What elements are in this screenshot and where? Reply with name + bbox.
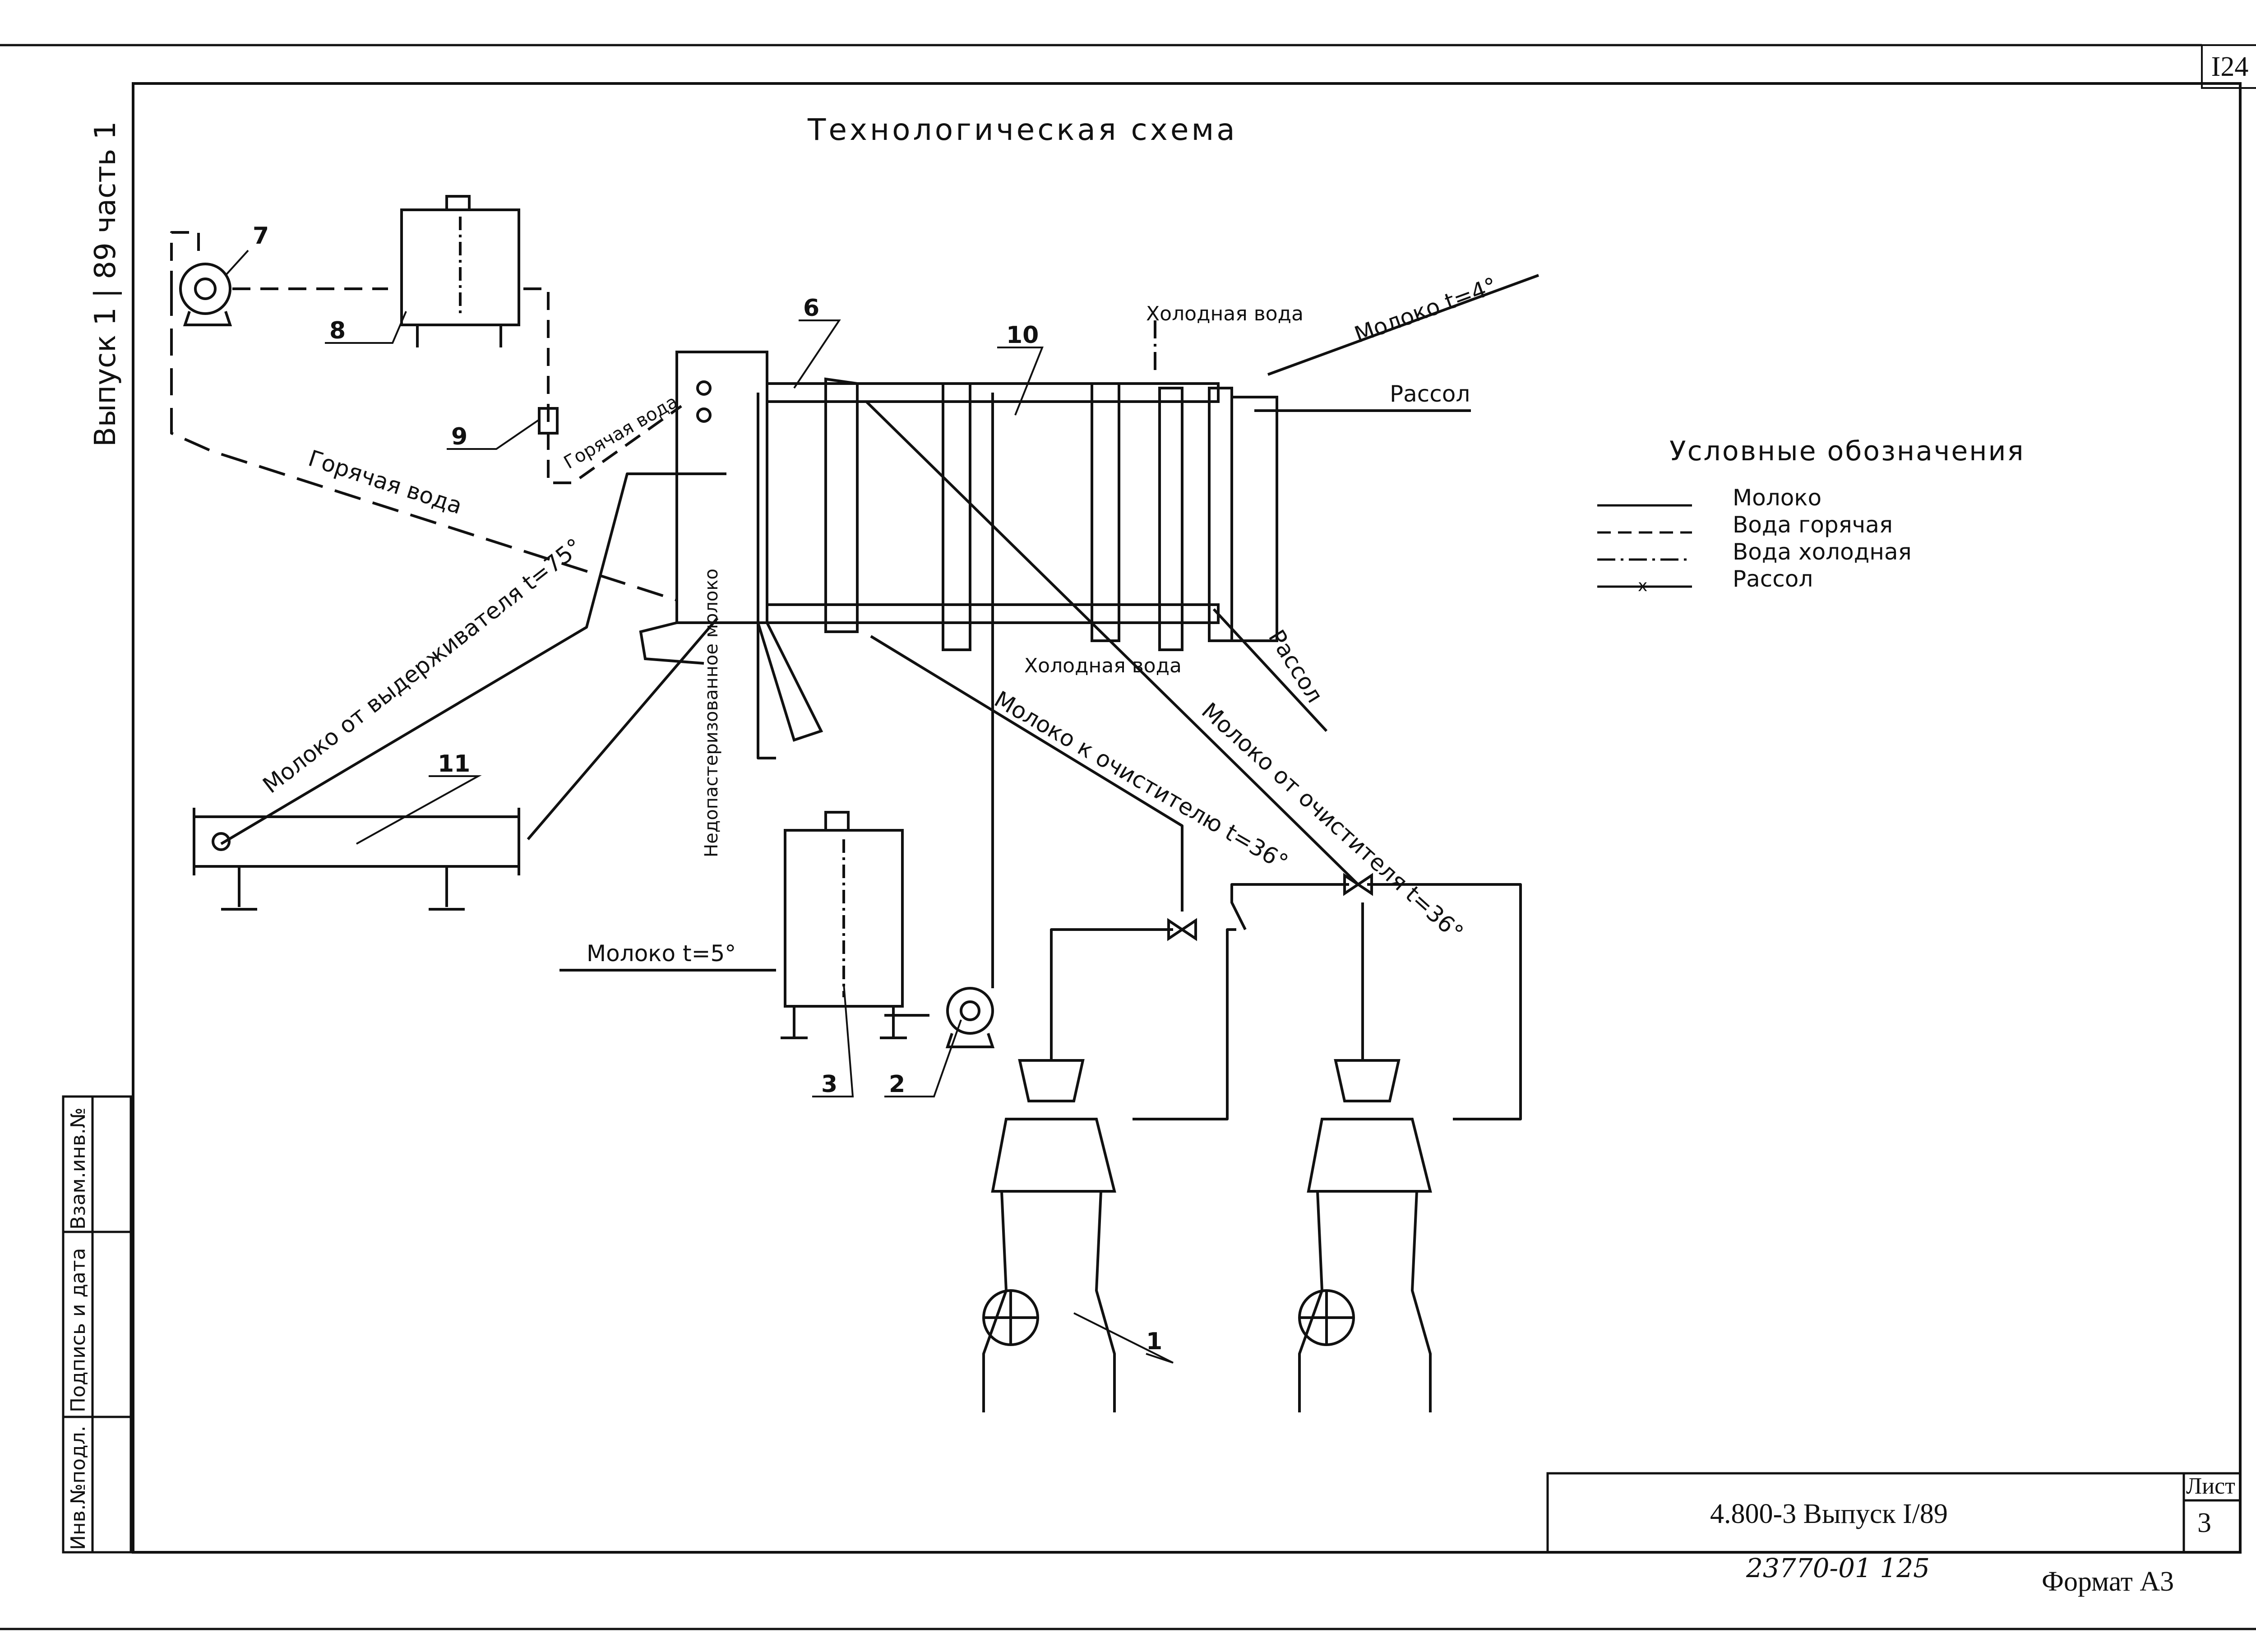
tank-3 bbox=[781, 811, 907, 1039]
equipment-number-6: 6 bbox=[803, 295, 819, 322]
equipment bbox=[179, 195, 1432, 1412]
legend-cold-water-label: Вода холодная bbox=[1733, 539, 1912, 565]
equipment-number-8: 8 bbox=[329, 317, 346, 344]
legend: Условные обозначения Молоко Вода горячая… bbox=[1597, 435, 2025, 595]
label-hot-water-2: Горячая вода bbox=[560, 391, 681, 473]
pump-2 bbox=[945, 987, 995, 1048]
milk-pipe-valve-loop-left bbox=[1050, 928, 1173, 1060]
leader-lines bbox=[225, 250, 1174, 1364]
milk-pipe-sep1-out bbox=[1133, 883, 1349, 1120]
plate-apparatus-10 bbox=[639, 351, 1278, 742]
label-milk-in-bottom: Молоко t=5° bbox=[587, 940, 736, 967]
equipment-number-9: 9 bbox=[451, 423, 467, 450]
equipment-number-2: 2 bbox=[889, 1071, 905, 1098]
piping bbox=[170, 231, 1539, 1120]
series-side-label: Выпуск 1 | 89 часть 1 bbox=[89, 121, 122, 447]
equipment-number-10: 10 bbox=[1006, 322, 1039, 349]
legend-milk-label: Молоко bbox=[1733, 485, 1821, 511]
stamp-cell-vzam-inv: Взам.инв.№ bbox=[67, 1107, 90, 1230]
pump-7 bbox=[179, 263, 232, 326]
equipment-number-3: 3 bbox=[821, 1071, 837, 1098]
label-cold-water-bottom: Холодная вода bbox=[1024, 654, 1182, 677]
milk-pipe-valve-loop-right bbox=[1367, 883, 1522, 1120]
label-milk-from-holder: Молоко от выдерживателя t=75° bbox=[258, 533, 587, 799]
hot-water-pipe-pump-top bbox=[170, 231, 200, 289]
flow-labels: Горячая вода Горячая вода Холодная вода … bbox=[258, 272, 1501, 967]
sheet-frame bbox=[0, 44, 2256, 1630]
milk-pipe-to-cleaner bbox=[870, 635, 1183, 912]
milk-pipe-inlet-top bbox=[1267, 274, 1539, 376]
label-underpasteurized: Недопастеризованное молоко bbox=[701, 569, 722, 857]
label-milk-in-top: Молоко t=4° bbox=[1351, 272, 1500, 348]
format-label: Формат А3 bbox=[2042, 1566, 2174, 1597]
sheet-number: 3 bbox=[2197, 1508, 2211, 1538]
hot-water-pipe-tank-valve bbox=[523, 287, 682, 484]
title-block bbox=[1546, 1472, 2242, 1554]
left-stamp bbox=[62, 1095, 132, 1554]
label-hot-water-1: Горячая вода bbox=[305, 445, 465, 519]
sheet-label: Лист bbox=[2186, 1473, 2235, 1499]
equipment-numbers: 7 8 9 6 10 11 3 2 1 bbox=[253, 222, 1162, 1355]
label-cold-water-top: Холодная вода bbox=[1146, 302, 1304, 325]
drawing-title: Технологическая схема bbox=[807, 112, 1238, 147]
sheet-corner-number: I24 bbox=[2211, 51, 2249, 82]
legend-title: Условные обозначения bbox=[1669, 435, 2025, 467]
separator-2 bbox=[1298, 1059, 1432, 1412]
milk-pipe-holder-in bbox=[527, 617, 719, 840]
stamp-cell-inv-podl: Инв.№подл. bbox=[67, 1425, 90, 1550]
milk-pipe-underpasteurized bbox=[757, 393, 776, 759]
legend-brine-mark: x bbox=[1638, 577, 1647, 595]
label-brine-in: Рассол bbox=[1390, 381, 1470, 407]
document-code: 4.800-3 Выпуск I/89 bbox=[1710, 1499, 1948, 1529]
legend-brine-label: Рассол bbox=[1733, 566, 1813, 592]
holder-11 bbox=[193, 808, 520, 911]
separator-1 bbox=[982, 1059, 1116, 1412]
legend-hot-water-label: Вода горячая bbox=[1733, 512, 1893, 538]
three-way-valve-left bbox=[1167, 918, 1197, 941]
milk-pipe-from-cleaner bbox=[865, 400, 1359, 886]
equipment-number-7: 7 bbox=[253, 222, 269, 250]
three-way-valve-right bbox=[1343, 873, 1373, 896]
label-milk-to-cleaner: Молоко к очистителю t=36° bbox=[990, 686, 1293, 876]
tank-8 bbox=[400, 195, 520, 347]
hot-water-pipe-return bbox=[170, 289, 677, 602]
valve-9 bbox=[538, 407, 559, 435]
label-brine-out: Рассол bbox=[1263, 625, 1328, 708]
handwritten-number: 23770-01 125 bbox=[1746, 1553, 1930, 1583]
equipment-number-11: 11 bbox=[438, 750, 470, 777]
stamp-cell-signature-date: Подпись и дата bbox=[67, 1248, 90, 1412]
